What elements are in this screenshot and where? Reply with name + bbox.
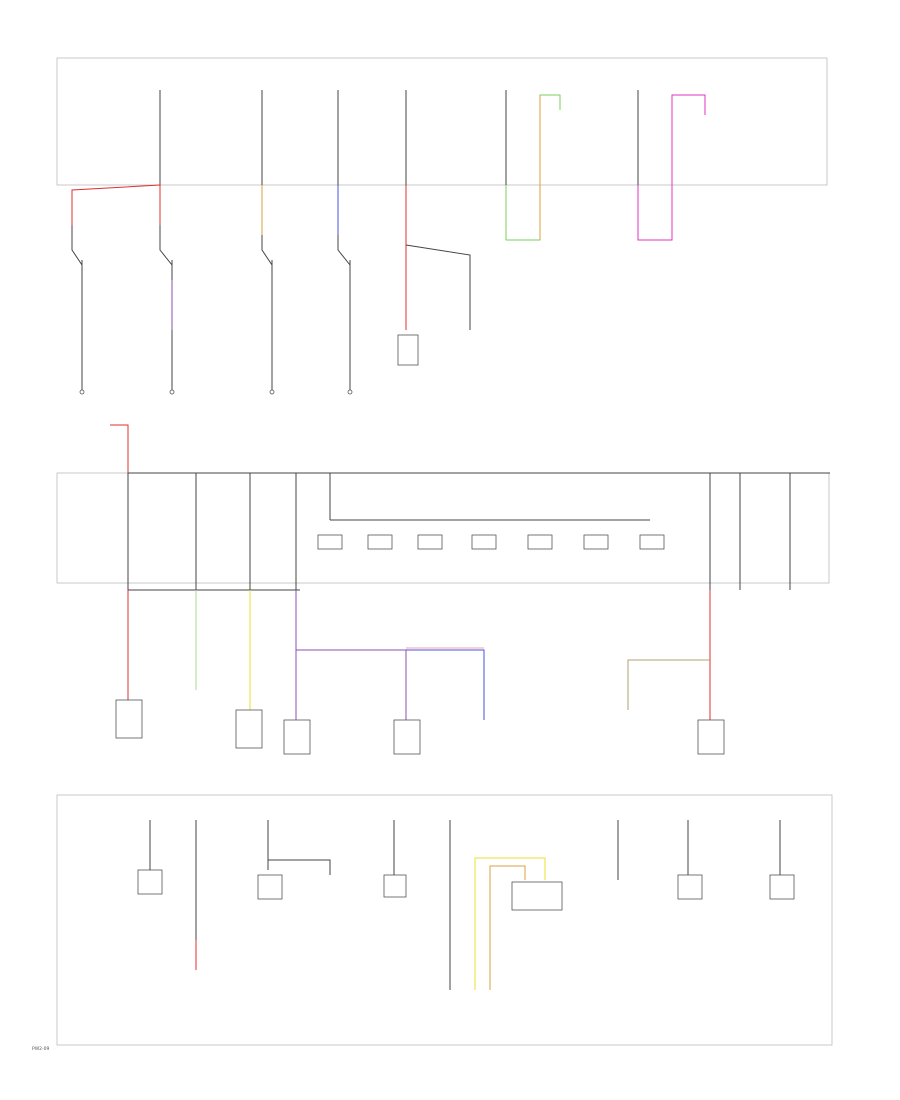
relay-module-top xyxy=(397,334,419,366)
relay-5 xyxy=(769,874,795,900)
red-wire-top xyxy=(71,184,161,225)
load-1 xyxy=(317,534,343,550)
relay-2 xyxy=(257,874,283,900)
connector-block xyxy=(511,881,563,911)
engine-compartment-fuse-box xyxy=(56,57,828,186)
olive-branch xyxy=(627,659,710,710)
luggage-fuses xyxy=(149,820,781,990)
interior-fuse-panel-box xyxy=(56,472,830,584)
interior-components xyxy=(115,699,725,755)
module-d xyxy=(393,719,421,755)
ground-point-2 xyxy=(169,389,175,395)
engine-compartment-fuses xyxy=(159,90,639,185)
module-b xyxy=(235,709,263,749)
luggage-relay-link xyxy=(268,859,331,875)
module-a xyxy=(115,699,143,739)
red-wire-interior-link xyxy=(110,424,129,473)
ground-point-3 xyxy=(269,389,275,395)
blue-branch xyxy=(406,649,485,720)
relay-1 xyxy=(137,869,163,895)
relay-4 xyxy=(677,874,703,900)
load-5 xyxy=(527,534,553,550)
magenta-wire-loop xyxy=(637,94,706,241)
module-c xyxy=(283,719,311,755)
switch-2-contact xyxy=(159,225,173,266)
luggage-compartment-fuse-box xyxy=(56,794,833,1046)
luggage-components xyxy=(137,869,795,911)
load-4 xyxy=(471,534,497,550)
orange-wire-luggage xyxy=(489,865,526,990)
ground-point-4 xyxy=(347,389,353,395)
switch-row xyxy=(71,225,353,395)
purple-branch xyxy=(296,649,407,720)
relay-feed-wire xyxy=(405,244,471,330)
switch-3-contact xyxy=(261,235,273,266)
yellow-wire-luggage xyxy=(474,857,546,990)
load-7 xyxy=(639,534,665,550)
switch-1-contact xyxy=(71,225,83,266)
green-wire-loop xyxy=(505,94,561,241)
ground-point-1 xyxy=(79,389,85,395)
distribution-loads xyxy=(317,534,665,550)
module-e xyxy=(697,719,725,755)
load-3 xyxy=(417,534,443,550)
load-2 xyxy=(367,534,393,550)
page-code: PW2-09 xyxy=(32,1046,50,1052)
relay-3 xyxy=(383,874,407,898)
switch-4-contact xyxy=(337,235,351,266)
interior-fuse-drops xyxy=(127,473,791,590)
load-6 xyxy=(583,534,609,550)
